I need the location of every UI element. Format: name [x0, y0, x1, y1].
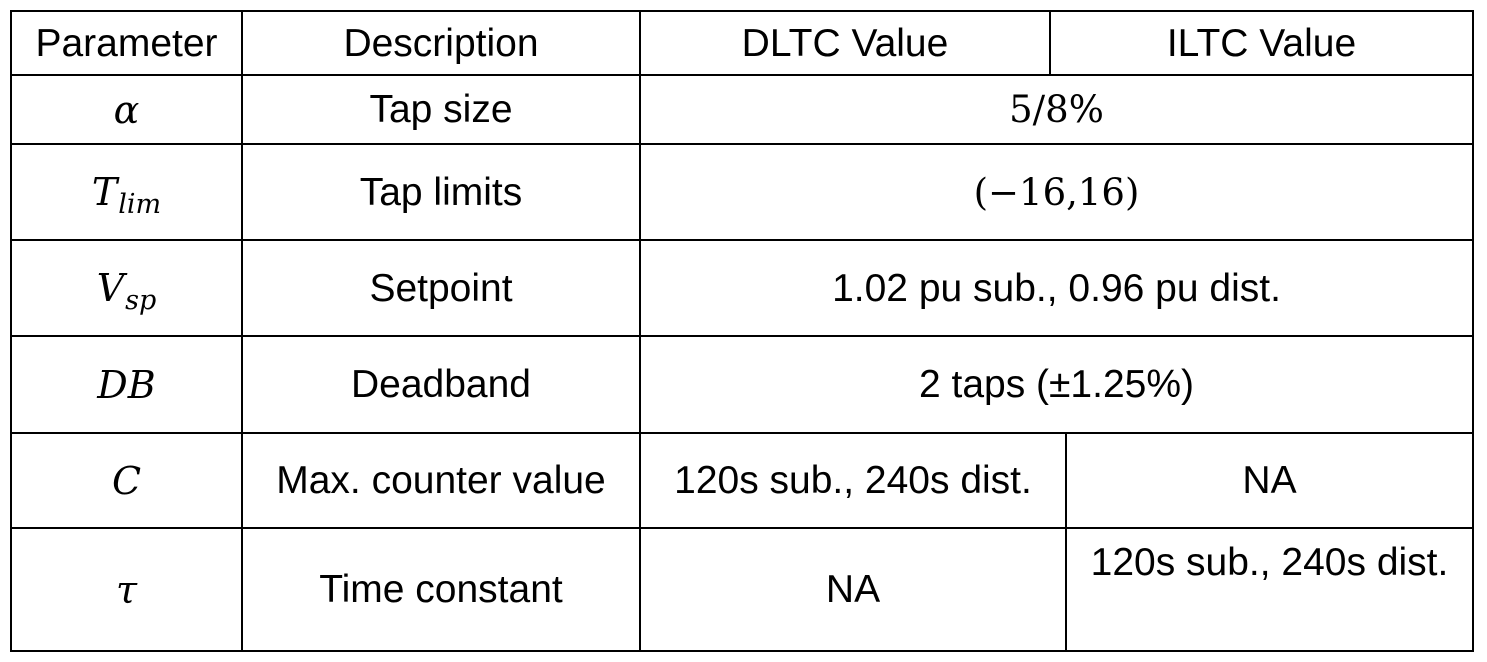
row-divider: [10, 432, 1474, 434]
header-dltc-value: DLTC Value: [741, 21, 949, 65]
row-vsp-value: 1.02 pu sub., 0.96 pu dist.: [832, 266, 1281, 310]
row-tau-description: Time constant: [319, 568, 563, 611]
row-divider: [10, 239, 1474, 241]
header-description: Description: [343, 21, 539, 65]
column-divider-lower: [1065, 432, 1067, 652]
row-vsp-description: Setpoint: [369, 266, 513, 310]
row-vsp-symbol-base: V: [96, 266, 125, 310]
table-border-bottom: [10, 650, 1474, 652]
row-divider: [10, 527, 1474, 529]
row-db-symbol: DB: [97, 362, 156, 407]
row-divider: [10, 143, 1474, 145]
row-tlim-value: (−16,16): [973, 170, 1140, 214]
row-c-symbol: C: [111, 458, 142, 503]
row-divider: [10, 335, 1474, 337]
table-border-right: [1472, 10, 1474, 652]
row-divider: [10, 74, 1474, 76]
header-parameter: Parameter: [35, 21, 218, 65]
row-vsp-symbol-sub: sp: [125, 284, 157, 316]
row-db-description: Deadband: [351, 363, 531, 406]
row-tau-iltc-value: 120s sub., 240s dist.: [1090, 541, 1449, 584]
row-c-iltc-value: NA: [1242, 459, 1297, 502]
row-tau-symbol: τ: [115, 567, 138, 612]
column-divider: [241, 10, 243, 652]
row-alpha-symbol: α: [113, 87, 140, 132]
row-tau-dltc-value: NA: [825, 568, 881, 611]
row-c-dltc-value: 120s sub., 240s dist.: [674, 459, 1032, 502]
table-border-left: [10, 10, 12, 652]
table-border-top: [10, 10, 1474, 12]
row-db-value: 2 taps (±1.25%): [918, 363, 1195, 406]
row-tlim-description: Tap limits: [359, 170, 523, 214]
header-iltc-value: ILTC Value: [1166, 21, 1357, 65]
row-alpha-description: Tap size: [369, 88, 513, 131]
row-tlim-symbol-base: T: [91, 170, 118, 214]
column-divider: [639, 10, 641, 652]
row-c-description: Max. counter value: [276, 459, 606, 502]
row-tlim-symbol-sub: lim: [118, 188, 162, 220]
row-alpha-value: 5/8%: [1009, 88, 1104, 131]
column-divider-header: [1049, 10, 1051, 76]
parameter-table: Parameter Description DLTC Value ILTC Va…: [10, 10, 1474, 652]
